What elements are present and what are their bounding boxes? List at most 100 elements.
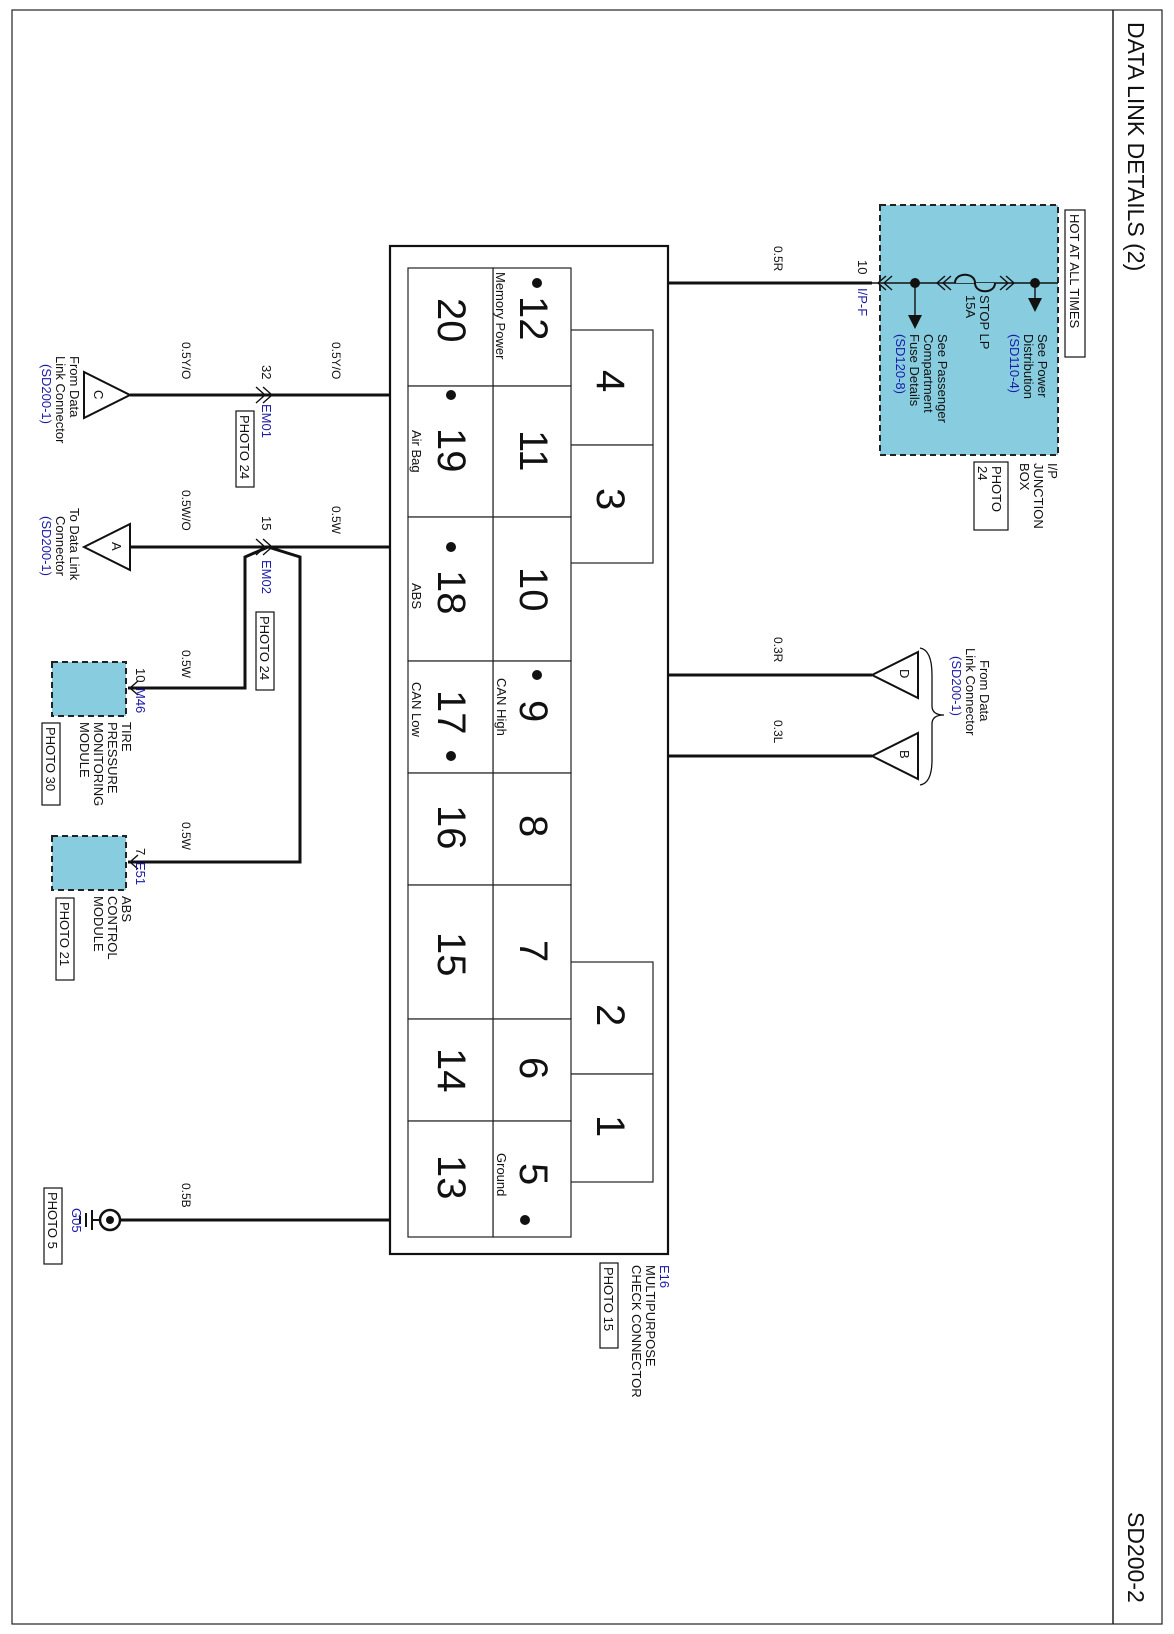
tpms-photo-box (41, 722, 61, 806)
pin-cell-2 (569, 961, 654, 1075)
junction-box-name-2: JUNCTION (1031, 463, 1046, 529)
tpms-module-m46: 10 M46 TIRE PRESSURE MONITORING MODULE P… (41, 661, 148, 806)
junction-box-body (879, 204, 1059, 456)
abs-module-photo-box (55, 897, 75, 981)
connector-em02: 15 EM02 PHOTO 24 (255, 516, 275, 691)
connector-chevron-icon (999, 275, 1016, 291)
pin-cell-18 (407, 516, 494, 662)
ground-g05: G05 PHOTO 5 (43, 1187, 122, 1265)
offpage-c-line-1: From Data (67, 356, 82, 418)
page-code-block: SD200-2 (1123, 1512, 1149, 1603)
tpms-id[interactable]: M46 (133, 688, 148, 713)
pin-cell-13 (407, 1120, 494, 1238)
pin-label-ground: Ground (494, 1153, 509, 1196)
passenger-ref-link[interactable]: (SD120-8) (893, 334, 908, 394)
abs-module-id[interactable]: E51 (133, 862, 148, 885)
offpage-c-triangle-icon (83, 370, 133, 420)
em02-id[interactable]: EM02 (259, 560, 274, 594)
offpage-a-ref[interactable]: (SD200-1) (39, 516, 54, 576)
connector-chevron-icon (876, 275, 893, 291)
hot-label-box (1064, 209, 1086, 358)
offpage-b-triangle-icon (869, 731, 919, 781)
offpage-d-triangle-icon (869, 650, 919, 700)
power-ref-line-2: Distribution (1021, 334, 1036, 399)
passenger-ref-line-3: Fuse Details (907, 334, 922, 407)
pin-label-abs: ABS (409, 583, 424, 609)
pin-label-can-high: CAN High (494, 678, 509, 736)
tpms-module-body (51, 661, 127, 717)
junction-photo-2: 24 (975, 466, 990, 480)
ip-junction-box: HOT AT ALL TIMES See Power Distribution … (855, 204, 1086, 531)
offpage-d-letter: D (897, 669, 912, 678)
em01-photo-box (235, 410, 255, 488)
em02-photo: PHOTO 24 (257, 616, 272, 680)
pin-number-11: 11 (511, 430, 555, 472)
abs-module-chevron-icon (128, 854, 139, 870)
ground-terminal-inner (106, 1216, 114, 1224)
abs-module-e51: 7 E51 ABS CONTROL MODULE PHOTO 21 (51, 835, 148, 981)
em01-photo: PHOTO 24 (237, 415, 252, 479)
pin-cell-4 (569, 329, 654, 446)
pin-number-4: 4 (588, 370, 632, 392)
pin-cell-10 (492, 516, 572, 662)
pin-cell-8 (492, 772, 572, 886)
title-block: DATA LINK DETAILS (2) (1123, 22, 1149, 271)
e16-photo-box (599, 1262, 619, 1349)
power-ref-line-1: See Power (1035, 334, 1050, 398)
pin-dot-18 (446, 542, 456, 552)
pin-number-12: 12 (511, 296, 555, 341)
pin-number-15: 15 (429, 932, 473, 977)
pin-number-20: 20 (429, 298, 473, 343)
fuse-rating: 15A (963, 295, 978, 318)
pin-number-7: 7 (511, 940, 555, 962)
passenger-ref-arrow-icon (908, 315, 922, 329)
pin-number-5: 5 (511, 1163, 555, 1185)
tpms-name-1: TIRE (119, 722, 134, 752)
offpage-db-ref[interactable]: (SD200-1) (949, 656, 964, 716)
pin-number-10: 10 (511, 567, 555, 612)
em02-chevron-icon (255, 538, 274, 556)
ground-id[interactable]: G05 (69, 1208, 84, 1233)
offpage-db-line-1: From Data (977, 660, 992, 722)
e16-name-2: CHECK CONNECTOR (629, 1265, 644, 1398)
offpage-connector-a: A To Data Link Connector (SD200-1) (39, 508, 131, 581)
ip-f-connector-id[interactable]: I/P-F (855, 288, 870, 316)
offpage-c-ref[interactable]: (SD200-1) (39, 364, 54, 424)
passenger-ref-line-2: Compartment (921, 334, 936, 413)
pin-number-18: 18 (429, 570, 473, 615)
connector-em01: 32 EM01 PHOTO 24 (235, 365, 274, 488)
offpage-db-line-2: Link Connector (963, 648, 978, 736)
passenger-ref-line-1: See Passenger (935, 334, 950, 424)
wire-label-abs: 0.5W (329, 506, 343, 535)
tpms-name-3: MONITORING (91, 722, 106, 806)
pin-cell-11 (492, 385, 572, 518)
wire-label-can-low: 0.3L (771, 720, 785, 744)
offpage-a-line-2: Connector (53, 516, 68, 577)
pin-number-9: 9 (511, 700, 555, 722)
offpage-a-triangle-icon (81, 522, 131, 572)
page-code: SD200-2 (1123, 1512, 1149, 1603)
e16-name-1: MULTIPURPOSE (643, 1265, 658, 1367)
page-border (11, 9, 1163, 1625)
tpms-pin: 10 (133, 668, 148, 682)
offpage-b-letter: B (897, 750, 912, 759)
pin-dot-12 (532, 278, 542, 288)
fuse-icon (954, 273, 996, 293)
abs-module-pin: 7 (133, 848, 148, 855)
pin-number-8: 8 (511, 815, 555, 837)
pin-dot-17 (446, 751, 456, 761)
pin-number-19: 19 (429, 428, 473, 473)
pin-cell-5 (492, 1120, 572, 1238)
offpage-a-line-1: To Data Link (67, 508, 82, 581)
pin-cell-12 (492, 267, 572, 387)
abs-module-name-2: CONTROL (105, 896, 120, 960)
em01-chevron-icon (255, 386, 274, 404)
pin-number-17: 17 (429, 690, 473, 735)
offpage-c-line-2: Link Connector (53, 356, 68, 444)
e16-connector-id[interactable]: E16 (657, 1265, 672, 1288)
power-ref-link[interactable]: (SD110-4) (1007, 334, 1022, 393)
em01-id[interactable]: EM01 (259, 404, 274, 438)
ip-f-pin: 10 (855, 260, 870, 274)
pin-cell-19 (407, 385, 494, 518)
